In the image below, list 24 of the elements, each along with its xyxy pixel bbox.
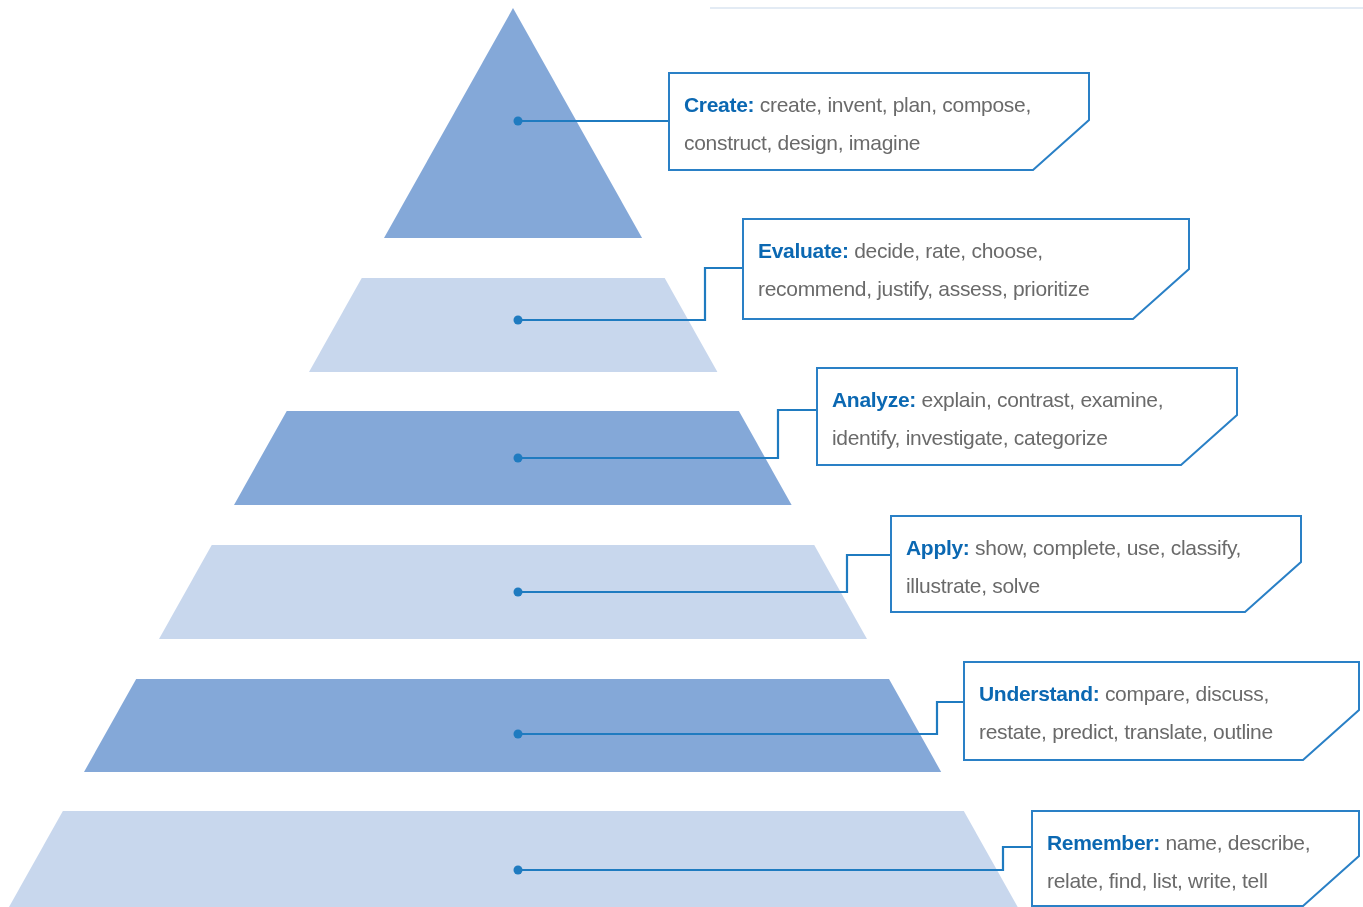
callout-box — [816, 367, 1238, 466]
callout-box — [742, 218, 1190, 320]
pyramid-layer — [234, 411, 792, 505]
callout-text: Understand: compare, discuss, restate, predict, translate, outline — [979, 681, 1274, 745]
pyramid-layer — [8, 811, 1018, 907]
callout-box — [668, 72, 1090, 171]
leader-line — [513, 700, 963, 739]
pyramid-layer — [159, 545, 867, 639]
callout-text: Analyze: explain, contrast, examine, identify, investigate, categorize — [832, 387, 1165, 451]
leader-line — [513, 116, 670, 126]
callout-text: Remember: name, describe, relate, find, list, write, tell — [1047, 830, 1312, 894]
callout-text: Evaluate: decide, rate, choose, recommend, justify, assess, prioritize — [758, 238, 1091, 302]
leader-line — [513, 408, 816, 463]
pyramid-layer — [308, 278, 718, 372]
leader-line — [513, 266, 742, 325]
leader-line — [513, 845, 1031, 875]
leader-line — [513, 553, 890, 597]
pyramid-layer — [84, 679, 942, 772]
callout-box — [963, 661, 1360, 761]
callout-text: Apply: show, complete, use, classify, illustrate, solve — [906, 535, 1243, 599]
callout-box — [890, 515, 1302, 613]
callout-box — [1031, 810, 1360, 907]
callout-text: Create: create, invent, plan, compose, construct, design, imagine — [684, 92, 1032, 156]
pyramid-top — [383, 8, 642, 238]
